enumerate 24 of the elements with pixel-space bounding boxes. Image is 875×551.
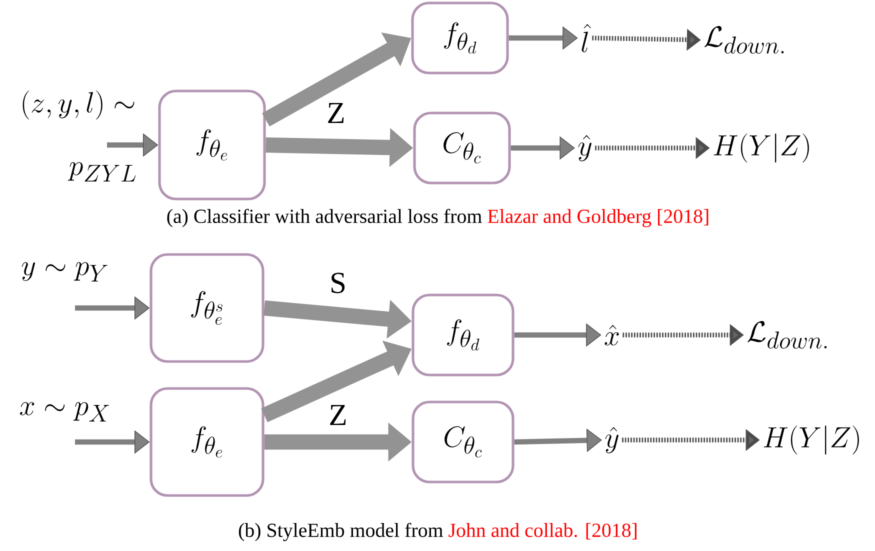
model-box: $f_{\theta_e}$ <box>150 387 264 497</box>
model-box: $f_{\theta_d}$ <box>412 294 514 376</box>
caption: (b) StyleEmb model from John and collab. [2018] <box>238 522 636 542</box>
input-label: $(z,y,l) \sim$ <box>22 90 134 120</box>
output-symbol: $\hat{y}$ <box>605 427 618 454</box>
model-box: $f_{\theta_d}$ <box>411 2 509 74</box>
model-box: $f_{\theta_e^s}$ <box>150 253 264 363</box>
input-label: $y \sim p_Y$ <box>22 262 108 282</box>
model-box: $f_{\theta_e}$ <box>158 90 266 200</box>
edge-label: S <box>332 272 345 294</box>
model-box: $C_{\theta_c}$ <box>413 112 511 184</box>
model-box: $C_{\theta_c}$ <box>412 400 514 484</box>
input-label: $x \sim p_X$ <box>20 402 109 422</box>
input-label: $p_{ZYL}$ <box>68 162 136 182</box>
edge-label: Z <box>328 103 344 123</box>
output-symbol: $\mathcal{L}_{down.}$ <box>747 321 827 349</box>
edge-label: Z <box>330 405 346 425</box>
output-symbol: $\hat{y}$ <box>578 135 592 162</box>
output-symbol: $\hat{x}$ <box>604 324 619 346</box>
caption: (a) Classifier with adversarial loss from Elazar and Goldberg [2018] <box>167 208 708 228</box>
output-symbol: $H(Y|Z)$ <box>764 425 859 455</box>
output-symbol: $\hat{l}$ <box>582 24 591 52</box>
output-symbol: $H(Y|Z)$ <box>714 133 809 163</box>
output-symbol: $\mathcal{L}_{down.}$ <box>704 26 784 54</box>
